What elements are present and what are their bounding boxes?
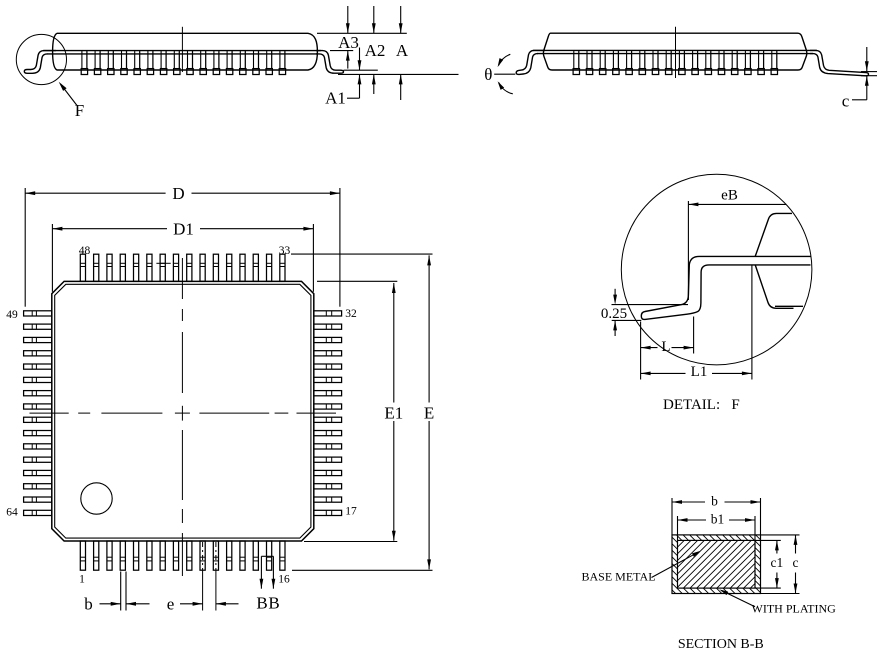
svg-text:SECTION B-B: SECTION B-B	[678, 637, 764, 652]
svg-text:A2: A2	[365, 41, 386, 60]
svg-text:D: D	[172, 184, 184, 203]
svg-text:B: B	[256, 594, 267, 613]
svg-text:c: c	[842, 92, 850, 111]
svg-text:b: b	[84, 595, 93, 614]
svg-text:1: 1	[79, 574, 85, 586]
svg-text:F: F	[75, 101, 84, 120]
svg-text:33: 33	[279, 245, 291, 257]
svg-text:c1: c1	[771, 555, 784, 570]
svg-text:D1: D1	[173, 220, 194, 239]
svg-text:b: b	[711, 494, 718, 509]
svg-text:L: L	[661, 339, 670, 355]
svg-text:eB: eB	[721, 188, 738, 204]
svg-text:49: 49	[6, 309, 18, 321]
svg-text:e: e	[167, 595, 175, 614]
svg-text:64: 64	[6, 507, 18, 519]
svg-text:θ: θ	[484, 65, 492, 84]
svg-text:17: 17	[345, 506, 357, 518]
svg-text:B: B	[268, 594, 279, 613]
svg-text:E1: E1	[384, 403, 403, 422]
svg-text:0.25: 0.25	[601, 306, 627, 322]
svg-text:A3: A3	[338, 33, 359, 52]
svg-text:BASE METAL: BASE METAL	[582, 570, 656, 584]
svg-text:16: 16	[278, 574, 290, 586]
svg-text:A: A	[396, 41, 409, 60]
svg-text:b1: b1	[711, 512, 725, 527]
svg-text:L1: L1	[691, 364, 708, 380]
svg-text:E: E	[424, 403, 434, 422]
svg-text:32: 32	[345, 308, 357, 320]
svg-text:48: 48	[79, 245, 91, 257]
svg-text:DETAIL: F: DETAIL: F	[663, 397, 740, 413]
svg-text:c: c	[793, 555, 799, 570]
svg-text:A1: A1	[325, 89, 346, 108]
svg-text:WITH PLATING: WITH PLATING	[752, 602, 837, 616]
